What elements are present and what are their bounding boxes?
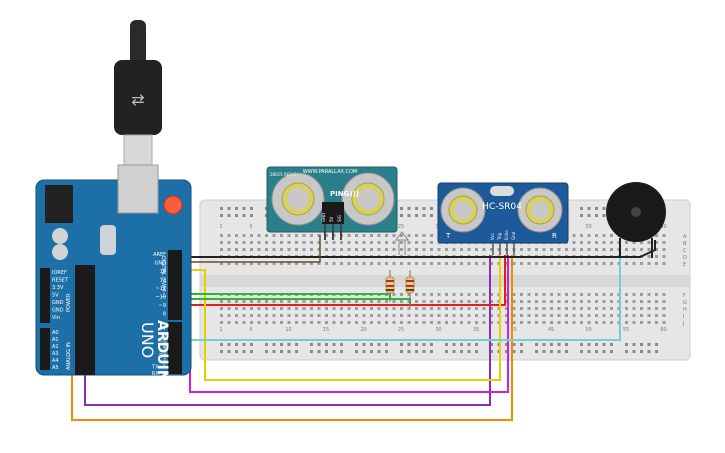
usb-icon: ⇄ — [131, 90, 144, 109]
pin-label: GND — [155, 261, 167, 267]
wire-black — [180, 240, 656, 258]
col-number: 1 — [219, 327, 222, 333]
power-label: POWER — [66, 293, 72, 312]
row-letter: A — [683, 234, 687, 240]
hc-pin-label: Echo — [504, 230, 509, 240]
ping-code: 28015 REV C — [270, 172, 296, 177]
row-letter: C — [683, 248, 687, 254]
col-number: 10 — [285, 327, 291, 333]
pin-label: A0 — [52, 330, 59, 336]
pin-label: TX→1 — [151, 364, 166, 370]
hc-pin-label: Vcc — [490, 233, 495, 240]
hc-pin-label: Gnd — [511, 231, 516, 240]
power-header — [40, 268, 50, 323]
row-letter: I — [683, 314, 684, 320]
resistor-1 — [385, 270, 395, 302]
chip — [75, 265, 95, 375]
ping-sensor: WWW.PARALLAX.COM 28015 REV C PING))) GND… — [266, 166, 398, 240]
col-number: 55 — [623, 327, 629, 333]
pin-label: ~11 — [155, 286, 166, 292]
hcsr04-name: HC-SR04 — [482, 202, 522, 212]
power-jack — [45, 185, 73, 223]
pin-label: ~9 — [159, 303, 166, 309]
pin-label: 7 — [163, 326, 166, 332]
wire-yellow — [180, 255, 501, 381]
col-number: 15 — [323, 327, 329, 333]
pin-label: IOREF — [52, 270, 67, 276]
pin-label: RESET — [52, 278, 69, 284]
col-number: 35 — [473, 327, 479, 333]
wire-cyan — [180, 240, 621, 341]
wire-red — [180, 255, 506, 306]
pin-label: GND — [52, 308, 64, 314]
row-letter: F — [683, 293, 686, 299]
pin-label: 5V — [52, 293, 59, 299]
row-letter: D — [683, 255, 687, 261]
pin-label: 2 — [163, 358, 166, 364]
col-number: 1 — [219, 224, 222, 230]
pin-label: ~5 — [159, 339, 166, 345]
led — [395, 231, 409, 255]
col-number: 30 — [435, 327, 441, 333]
col-number: 60 — [660, 327, 666, 333]
pin-label: ~3 — [159, 352, 166, 358]
resistor-2 — [405, 270, 415, 307]
digital-header-top — [168, 250, 182, 320]
usb-port — [117, 164, 159, 214]
pin-label: A5 — [52, 365, 59, 371]
pin-label: A1 — [52, 337, 59, 343]
wire-brown — [180, 235, 321, 263]
col-number: 5 — [249, 327, 252, 333]
hcsr04-t: T — [445, 232, 451, 240]
pin-label: RX←0 — [152, 371, 166, 377]
ping-pin-label: SIG — [337, 215, 342, 222]
row-letter: J — [682, 321, 684, 327]
ping-name: PING))) — [330, 190, 359, 198]
ping-top-label: WWW.PARALLAX.COM — [303, 169, 358, 175]
hc-pin-label: Trig — [497, 232, 502, 241]
reset-button — [163, 195, 183, 215]
piezo-buzzer — [606, 182, 666, 258]
row-letter: H — [683, 307, 687, 313]
usb-cable: ⇄ — [114, 20, 162, 166]
row-letter: G — [683, 300, 687, 306]
pin-label: ~6 — [159, 332, 166, 338]
pin-label: ~10 — [155, 295, 166, 301]
analog-label: ANALOG IN — [66, 342, 72, 370]
digital-header-bottom — [168, 322, 182, 374]
pin-label: A2 — [52, 344, 59, 350]
col-number: 40 — [510, 327, 516, 333]
col-number: 60 — [660, 224, 666, 230]
pin-label: 8 — [163, 312, 166, 318]
col-number: 25 — [398, 327, 404, 333]
row-letter: B — [683, 241, 687, 247]
arduino-uno: ARDUINO UNO AREF GND 13 12 ~11 ~10 ~9 8 7~6~54~… — [35, 164, 192, 394]
col-number: 50 — [585, 327, 591, 333]
ping-pin-label: GND — [321, 213, 326, 222]
arduino-logo: ARDUINO — [154, 320, 170, 394]
pin-label: 4 — [163, 345, 166, 351]
analog-header — [40, 328, 50, 370]
pin-label: Vin — [52, 315, 60, 321]
pin-label: 3.3V — [52, 285, 64, 291]
ping-pin-label: 5V — [329, 216, 334, 222]
pin-label: A3 — [52, 351, 59, 357]
col-number: 50 — [585, 224, 591, 230]
pin-label: 12 — [160, 278, 166, 284]
digital-label: DIGITAL (PWM~) — [160, 256, 166, 298]
hcsr04-r: R — [552, 232, 557, 240]
col-number: 25 — [398, 224, 404, 230]
pin-label: 13 — [160, 269, 166, 275]
resistors — [385, 231, 415, 307]
col-number: 20 — [360, 327, 366, 333]
pin-label: GND — [52, 300, 64, 306]
col-number: 45 — [548, 327, 554, 333]
pin-label: A4 — [52, 358, 59, 364]
pin-label: AREF — [153, 252, 166, 258]
col-number: 5 — [249, 224, 252, 230]
row-letter: E — [683, 262, 686, 268]
arduino-model: UNO — [138, 322, 157, 358]
